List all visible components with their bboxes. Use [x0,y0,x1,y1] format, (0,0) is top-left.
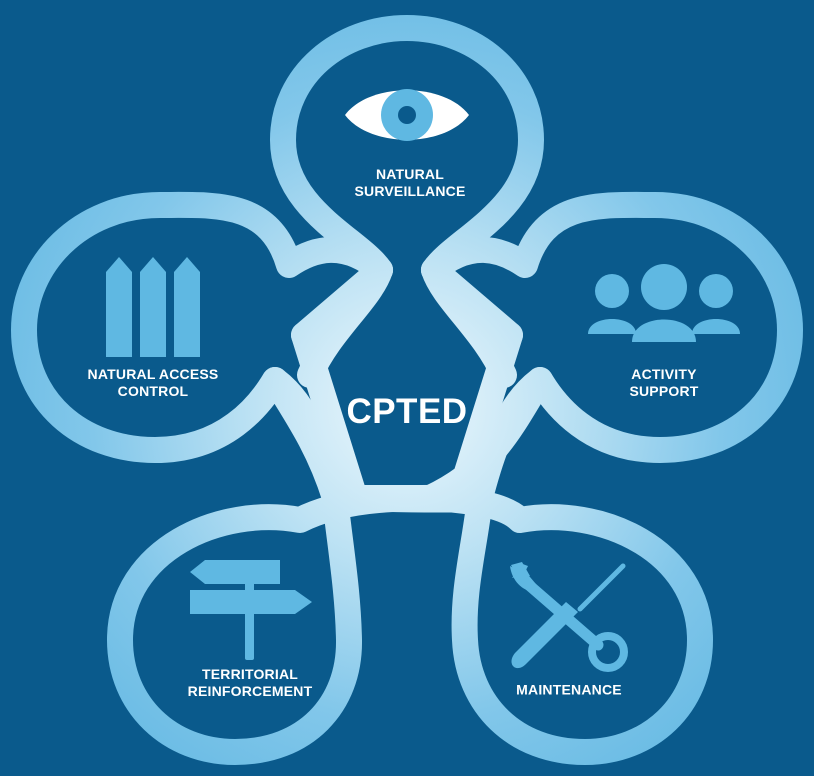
label-natural-access-control: NATURAL ACCESS CONTROL [87,366,219,399]
label-maintenance: MAINTENANCE [516,681,622,698]
center-title: CPTED [346,392,468,431]
signpost-icon [190,560,312,660]
loop-left [11,191,393,511]
label-activity-support: ACTIVITY SUPPORT [629,366,699,399]
people-group-icon [588,264,740,342]
label-natural-surveillance: NATURAL SURVEILLANCE [354,166,466,199]
label-territorial-reinforcement: TERRITORIAL REINFORCEMENT [187,666,313,699]
fence-icon [106,257,200,357]
center-pentagon [291,257,523,511]
eye-icon [345,89,469,141]
wrench-screwdriver-icon [510,562,628,672]
